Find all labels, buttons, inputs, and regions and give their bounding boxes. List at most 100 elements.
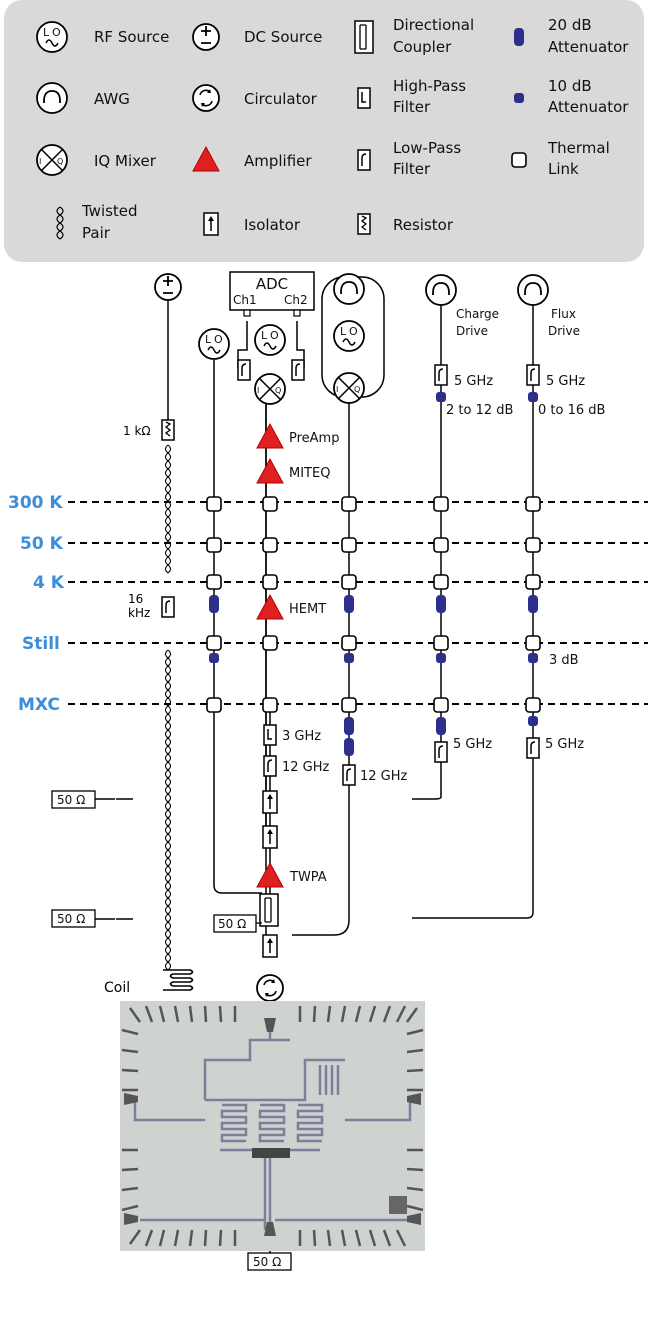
attenuator-20db-icon: [436, 595, 446, 613]
circulator-icon: [192, 84, 220, 112]
thermal-link-icon: [341, 537, 357, 553]
legend-att20-1: 20 dB: [548, 16, 592, 34]
attenuator-10db-icon: [528, 653, 538, 663]
charge-drive-label-1: Charge: [456, 307, 499, 321]
thermal-link-icon: [525, 496, 541, 512]
charge-mxc-filter-label: 5 GHz: [453, 737, 492, 752]
legend-att20-2: Attenuator: [548, 38, 629, 56]
legend: RF Source DC Source Directional Coupler …: [36, 16, 629, 242]
dc-source-icon: [154, 273, 182, 301]
low-pass-filter-icon: [237, 359, 251, 381]
coil-label: Coil: [104, 980, 130, 996]
thermal-link-icon: [262, 496, 278, 512]
legend-tw-1: Twisted: [81, 202, 138, 220]
flux-atten-label: 0 to 16 dB: [538, 403, 605, 418]
low-pass-filter-icon: [434, 364, 448, 386]
legend-tl-2: Link: [548, 160, 579, 178]
low-pass-filter-icon: [263, 755, 277, 777]
thermal-link-icon: [206, 496, 222, 512]
preamp-amplifier: [256, 423, 284, 449]
legend-panel: [4, 0, 644, 262]
iq-mixer-icon: [36, 144, 68, 176]
termination-bottom: 50 Ω: [253, 1255, 281, 1269]
flux-filter-label: 5 GHz: [546, 374, 585, 389]
thermal-link-icon: [525, 697, 541, 713]
launch-pads: [124, 1018, 421, 1236]
legend-dc-source: DC Source: [244, 28, 322, 46]
attenuator-20db-icon: [528, 595, 538, 613]
stage-label-mxc: MXC: [18, 695, 60, 715]
resistor-1k-label: 1 kΩ: [123, 424, 151, 438]
termination-left-2: 50 Ω: [57, 912, 85, 926]
adc-box: [229, 271, 315, 311]
chip-circuit: [133, 1025, 412, 1230]
attenuator-20db-icon: [436, 717, 446, 735]
flux-drive-label-2: Drive: [548, 324, 580, 338]
legend-amplifier: Amplifier: [244, 152, 312, 170]
legend-isolator: Isolator: [244, 216, 301, 234]
hemt-amplifier: [256, 594, 284, 620]
awg-icon: [425, 274, 457, 306]
thermal-link-icon: [433, 697, 449, 713]
lp-12ghz-label: 12 GHz: [282, 760, 330, 775]
thermal-link-icon: [525, 574, 541, 590]
attenuator-10db-icon: [209, 653, 219, 663]
thermal-link-icon: [341, 496, 357, 512]
legend-coupler-1: Directional: [393, 16, 474, 34]
preamp-label: PreAmp: [289, 431, 339, 446]
drive-lp-label: 12 GHz: [360, 769, 408, 784]
thermal-link-icon: [262, 697, 278, 713]
adc-label: ADC: [256, 275, 288, 293]
twisted-pair-upper: [164, 444, 172, 574]
stage-label-50k: 50 K: [20, 534, 64, 554]
chip-image: [120, 1001, 425, 1251]
chip-edge-wirebonds: [121, 1005, 424, 1247]
charge-drive-line: Charge Drive 5 GHz 2 to 12 dB 5 GHz: [425, 274, 513, 763]
resistor-icon: [357, 213, 371, 235]
attenuator-10db-icon: [514, 93, 524, 103]
low-pass-filter-icon: [342, 764, 356, 786]
thermal-link-icon: [206, 574, 222, 590]
attenuator-10db-icon: [528, 716, 538, 726]
legend-lp-2: Filter: [393, 160, 431, 178]
legend-att10-2: Attenuator: [548, 98, 629, 116]
legend-att10-1: 10 dB: [548, 77, 592, 95]
legend-hp-1: High-Pass: [393, 77, 466, 95]
rf-source-icon: [36, 21, 68, 53]
filter-16khz-label-1: 16: [128, 592, 143, 606]
coil-icon: [163, 969, 194, 991]
attenuator-10db-icon: [528, 392, 538, 402]
flux-still-atten-label: 3 dB: [549, 653, 579, 668]
thermal-link-icon: [511, 152, 527, 168]
thermal-link-icon: [206, 537, 222, 553]
attenuator-20db-icon: [344, 595, 354, 613]
flux-bias-line: Coil 1 kΩ 16 kHz: [104, 273, 194, 996]
thermal-link-icon: [433, 635, 449, 651]
termination-label: 50 Ω: [218, 917, 246, 931]
legend-tl-1: Thermal: [547, 139, 610, 157]
squid: [252, 1148, 290, 1158]
adc-port-1: [243, 309, 251, 317]
directional-coupler-icon: [354, 20, 374, 54]
thermal-link-icon: [341, 635, 357, 651]
thermal-link-icon: [262, 537, 278, 553]
attenuator-20db-icon: [344, 738, 354, 756]
stage-label-300k: 300 K: [8, 493, 63, 513]
isolator-icon: [262, 790, 278, 814]
twisted-pair-lower: [164, 649, 172, 971]
legend-hp-2: Filter: [393, 98, 431, 116]
rf-source-icon: [254, 324, 286, 356]
adc-ch1: Ch1: [233, 293, 257, 307]
high-pass-filter-icon: [263, 724, 277, 746]
low-pass-filter-icon: [291, 359, 305, 381]
thermal-link-icon: [341, 697, 357, 713]
stage-label-still: Still: [22, 634, 60, 654]
legend-tw-2: Pair: [82, 224, 111, 242]
chip-marker: [389, 1196, 407, 1214]
low-pass-filter-icon: [526, 364, 540, 386]
flux-drive-label-1: Flux: [551, 307, 576, 321]
thermal-link-icon: [433, 496, 449, 512]
thermal-link-icon: [262, 574, 278, 590]
readout-chain: ADC Ch1 Ch2 PreAmp MITEQ HEMT 3 GHz 12 G…: [198, 271, 339, 1002]
